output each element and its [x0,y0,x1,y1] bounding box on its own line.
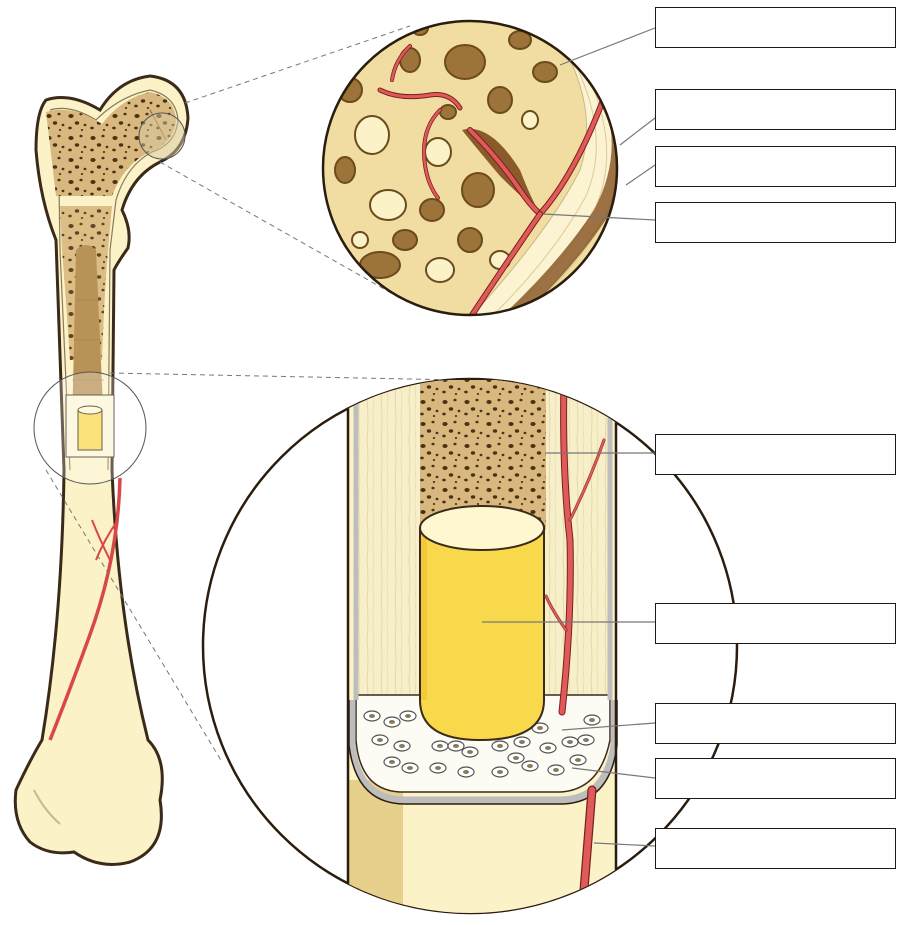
label-leader-lines [482,27,656,847]
osteon-canal [467,750,473,754]
osteon-canal [545,746,551,750]
osteon-canal [389,720,395,724]
osteon-canal [497,770,503,774]
osteon-canal [453,744,459,748]
yellow-marrow-cylinder [419,527,545,742]
osteon-canal [435,766,441,770]
head-magnifier-circle [138,112,186,160]
label-box-top-4[interactable] [655,202,896,243]
femur-illustration [13,74,190,866]
label-box-bottom-5[interactable] [655,828,896,869]
osteon-canal [369,714,375,718]
bone-marrow-cavity [355,694,611,793]
osteon-canal [589,718,595,722]
osteon-canal [405,714,411,718]
shaft-blood-vessels [544,379,606,895]
top-magnified-view [321,19,619,317]
bottom-magnified-view [201,377,739,915]
femur-outline [13,74,190,866]
osteon-canal [463,770,469,774]
shaft-magnifier-circle [33,371,147,485]
osteon-canal [583,738,589,742]
osteon-canal [553,768,559,772]
label-box-top-1[interactable] [655,7,896,48]
osteon-canal [513,756,519,760]
osteon-canal [575,758,581,762]
osteon-canal [389,760,395,764]
osteon-canal [567,740,573,744]
medullary-cavity [72,245,104,430]
osteon-canal [399,744,405,748]
osteon-canal [437,744,443,748]
spongy-bone-pores [334,21,558,283]
osteon-canal [537,726,543,730]
label-box-top-2[interactable] [655,89,896,130]
label-box-bottom-3[interactable] [655,703,896,744]
label-box-bottom-1[interactable] [655,434,896,475]
osteon-canal [527,764,533,768]
zoom-connector-lines [45,25,461,763]
top-blood-vessels [377,44,608,315]
osteon-canal [377,738,383,742]
proximal-spongy-bone [46,92,176,196]
femur-nutrient-vessel [48,477,122,741]
label-box-bottom-2[interactable] [655,603,896,644]
osteon-canal [497,744,503,748]
shaft-spongy-bone [420,380,546,530]
osteon-canal [519,740,525,744]
osteon-circles [363,710,601,778]
label-box-top-3[interactable] [655,146,896,187]
osteon-canal [407,766,413,770]
label-box-bottom-4[interactable] [655,758,896,799]
